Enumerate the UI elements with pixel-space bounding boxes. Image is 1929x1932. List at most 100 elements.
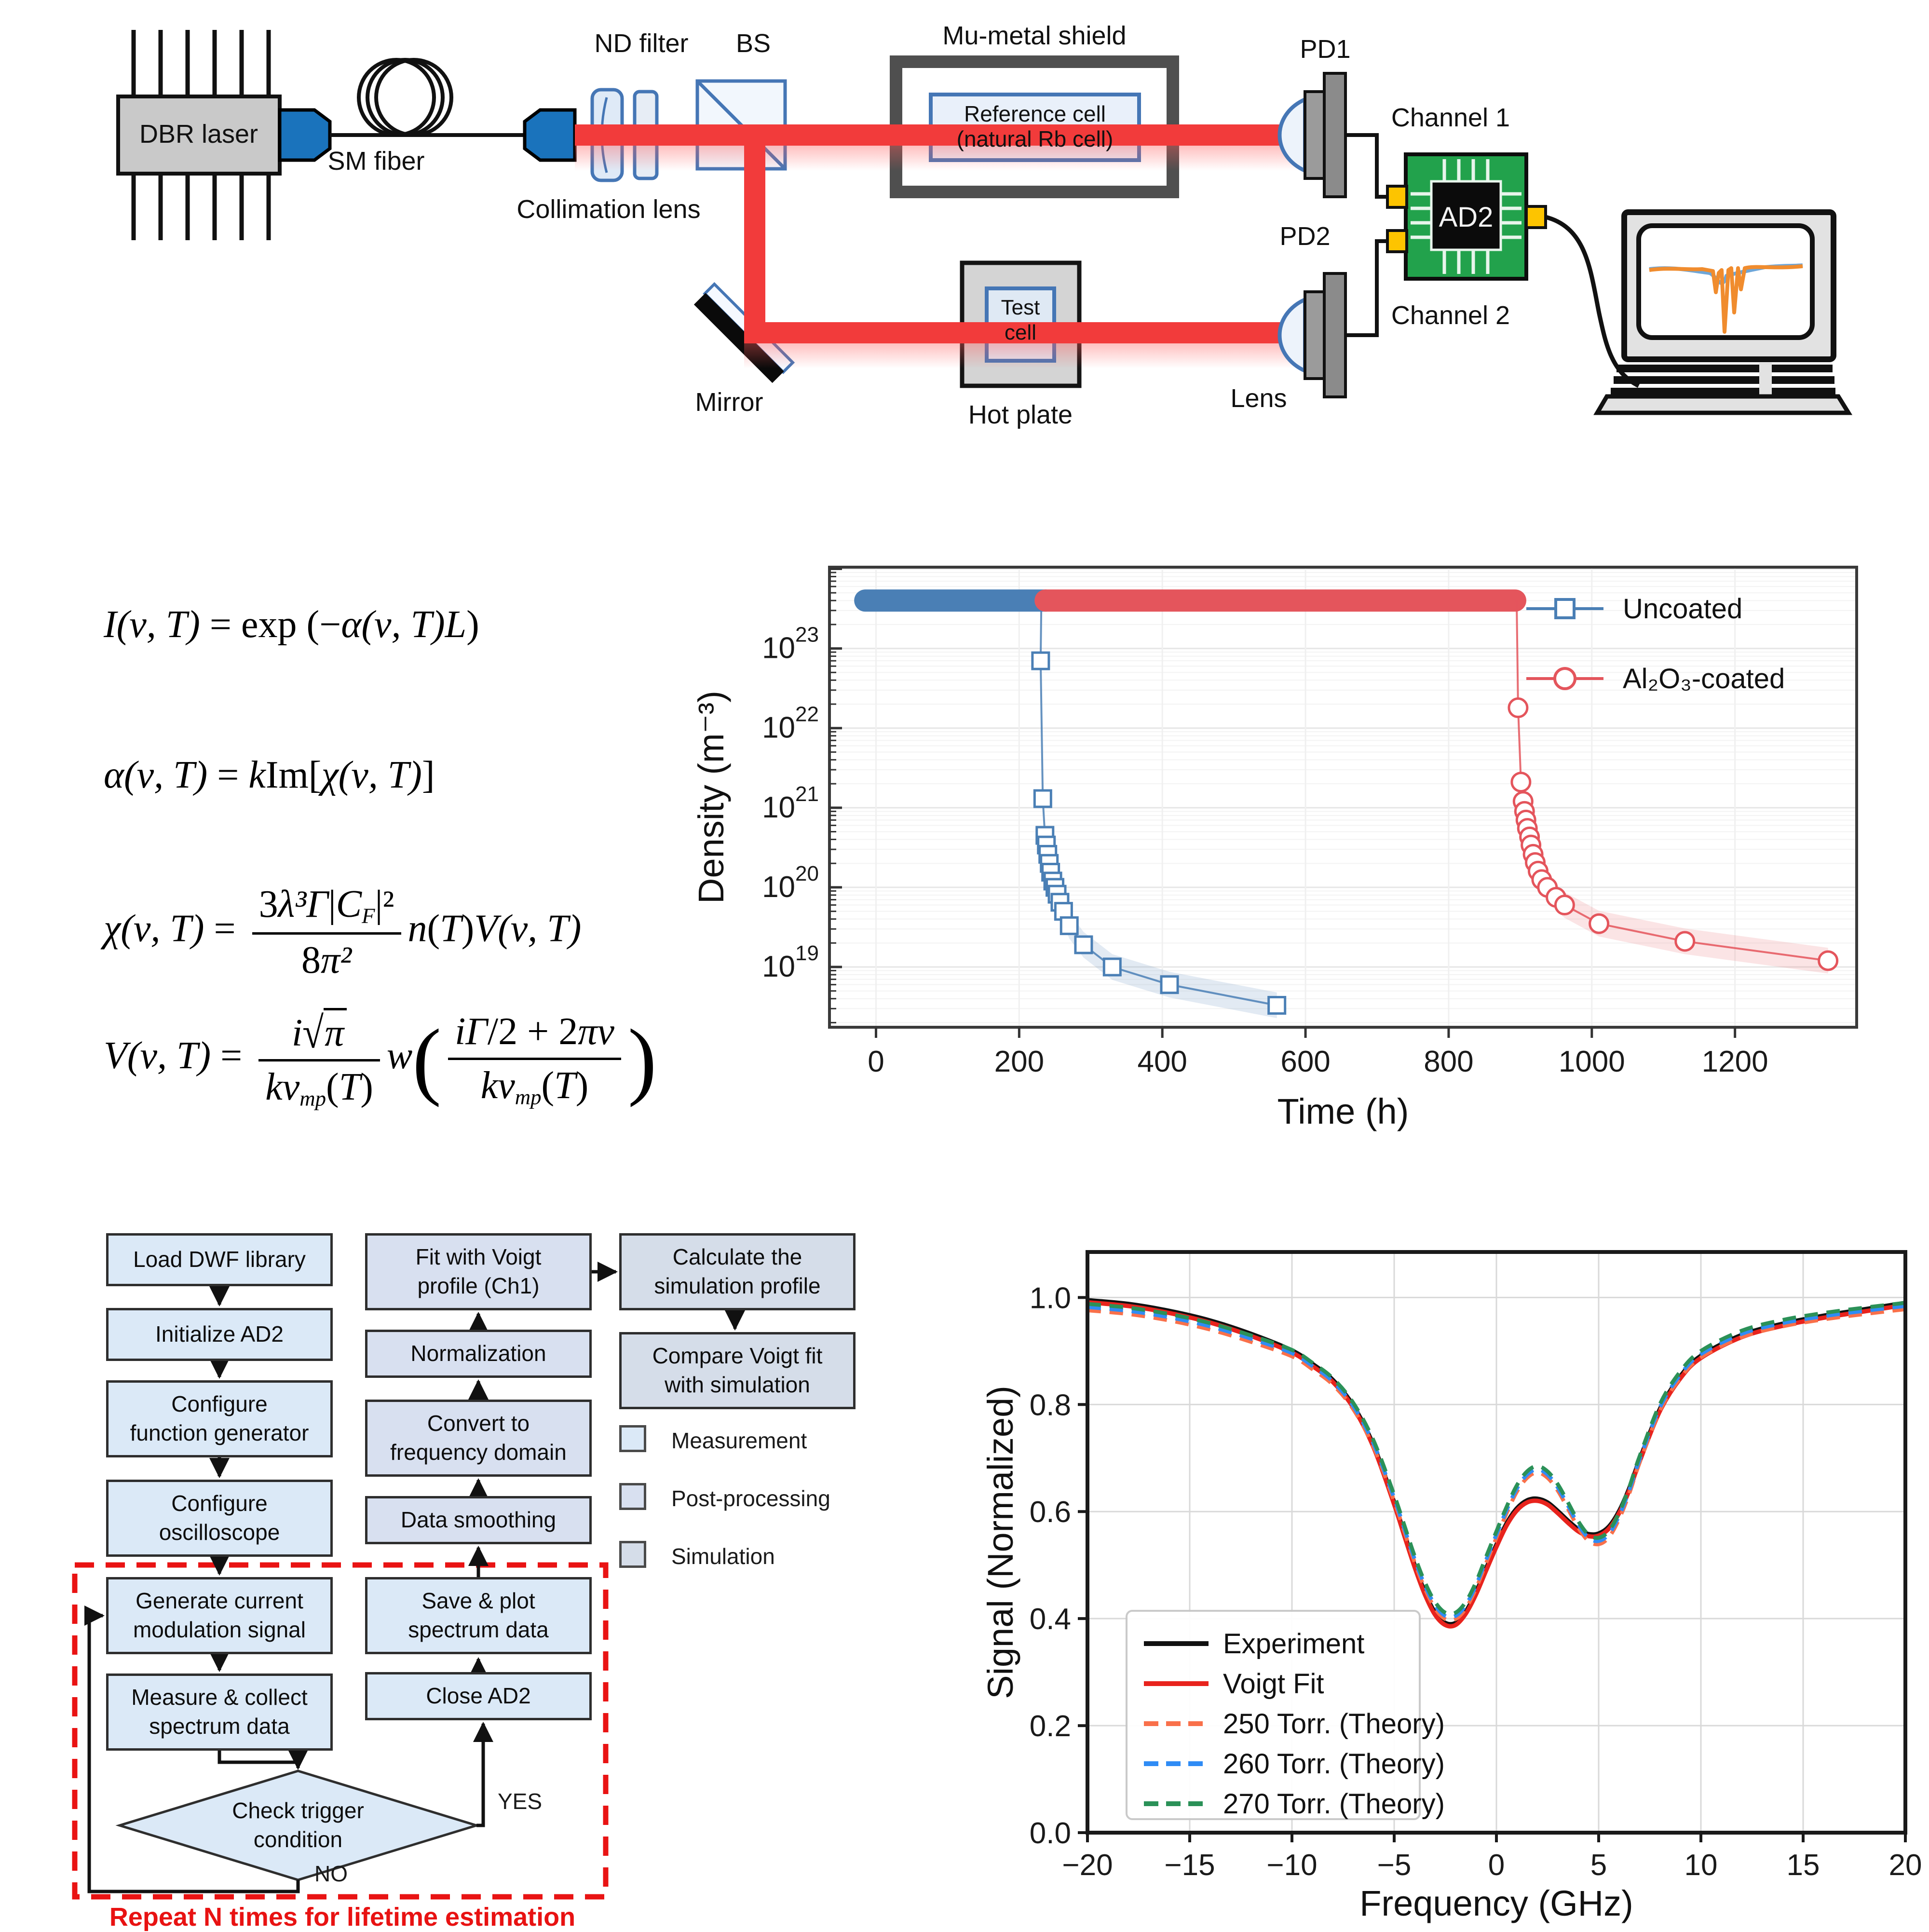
- svg-text:−15: −15: [1164, 1849, 1215, 1882]
- laser-beam: [575, 124, 1304, 368]
- svg-text:0.2: 0.2: [1030, 1710, 1071, 1743]
- signal-x-axis-label: Frequency (GHz): [1359, 1883, 1633, 1923]
- svg-text:0: 0: [1488, 1849, 1505, 1882]
- svg-text:1022: 1022: [762, 703, 819, 745]
- density-legend-item: Al₂O₃-coated: [1526, 663, 1785, 694]
- equation-absorbance: I(ν, T) = exp (−α(ν, T)L): [104, 603, 479, 646]
- svg-text:Voigt Fit: Voigt Fit: [1223, 1668, 1324, 1700]
- flow-box-measure: Measure & collect spectrum data: [106, 1673, 333, 1751]
- pd2-icon: [1277, 272, 1347, 398]
- svg-text:0.6: 0.6: [1030, 1496, 1071, 1529]
- fiber-coupler-icon: [523, 108, 577, 162]
- dbr-laser-label: DBR laser: [139, 120, 258, 149]
- ad2-chip-label: AD2: [1439, 202, 1494, 233]
- series-0: [854, 589, 1287, 1019]
- svg-text:Experiment: Experiment: [1223, 1628, 1364, 1660]
- flow-box-calc-simulation: Calculate the simulation profile: [619, 1233, 856, 1310]
- spectrum-icon: [1649, 263, 1803, 334]
- flow-no-label: NO: [314, 1861, 348, 1886]
- flow-box-config-scope: Configure oscilloscope: [106, 1480, 333, 1557]
- flow-box-config-funcgen: Configure function generator: [106, 1380, 333, 1457]
- mu-metal-shield-label: Mu-metal shield: [942, 21, 1126, 50]
- legend-label-simulation: Simulation: [671, 1544, 775, 1569]
- svg-text:Uncoated: Uncoated: [1623, 593, 1742, 625]
- pd1-label: PD1: [1300, 35, 1350, 64]
- flow-box-smoothing: Data smoothing: [365, 1496, 592, 1544]
- bs-label: BS: [736, 29, 771, 58]
- flow-box-load-dwf: Load DWF library: [106, 1233, 333, 1286]
- reference-cell-label: Reference cell: [964, 101, 1106, 126]
- repeat-loop-dashed-box: [72, 1562, 609, 1900]
- svg-text:270 Torr. (Theory): 270 Torr. (Theory): [1223, 1788, 1445, 1820]
- pd2-label: PD2: [1279, 222, 1330, 251]
- svg-text:20: 20: [1889, 1849, 1922, 1882]
- svg-text:5: 5: [1590, 1849, 1607, 1882]
- sm-fiber-icon: [330, 58, 525, 137]
- svg-text:800: 800: [1424, 1045, 1473, 1078]
- dbr-laser-icon: [116, 30, 282, 240]
- svg-text:1019: 1019: [762, 941, 819, 983]
- repeat-caption: Repeat N times for lifetime estimation: [109, 1903, 576, 1932]
- curve-4: [1087, 1301, 1906, 1616]
- fiber-coupler-icon: [278, 108, 332, 162]
- channel1-label: Channel 1: [1391, 103, 1510, 132]
- ad2-board-icon: AD2: [1386, 152, 1547, 281]
- legend-swatch-simulation: [619, 1541, 646, 1568]
- svg-text:0: 0: [868, 1045, 884, 1078]
- svg-text:250 Torr. (Theory): 250 Torr. (Theory): [1223, 1708, 1445, 1740]
- svg-text:260 Torr. (Theory): 260 Torr. (Theory): [1223, 1748, 1445, 1780]
- series-1: [1034, 589, 1839, 974]
- svg-text:−20: −20: [1062, 1849, 1113, 1882]
- density-y-axis-label: Density (m⁻³): [691, 691, 731, 904]
- test-cell-label2: cell: [1005, 321, 1036, 344]
- computer-icon: [1593, 209, 1853, 415]
- mirror-label: Mirror: [695, 388, 763, 417]
- legend-swatch-measurement: [619, 1425, 646, 1452]
- density-x-axis-label: Time (h): [1277, 1091, 1409, 1131]
- svg-text:−10: −10: [1266, 1849, 1317, 1882]
- keyboard-icon: [1593, 363, 1853, 415]
- hot-plate-label: Hot plate: [968, 400, 1073, 429]
- svg-text:200: 200: [994, 1045, 1044, 1078]
- optical-setup-diagram: AD2 DBR laser SM fiber Collimation lens …: [116, 21, 1853, 429]
- lens-label: Lens: [1230, 384, 1287, 413]
- collimation-lens-label: Collimation lens: [516, 195, 700, 224]
- svg-text:400: 400: [1137, 1045, 1187, 1078]
- flow-box-freq-domain: Convert to frequency domain: [365, 1400, 592, 1477]
- svg-text:0.0: 0.0: [1030, 1817, 1071, 1850]
- flow-box-voigt-fit: Fit with Voigt profile (Ch1): [365, 1233, 592, 1310]
- ad2-port-icon: [1386, 229, 1408, 253]
- svg-text:Al₂O₃-coated: Al₂O₃-coated: [1623, 663, 1785, 694]
- density-vs-time-chart: 0 200 400 600 800 1000 1200 1019 1020 1021 1022 102…: [691, 566, 1858, 1131]
- svg-text:1020: 1020: [762, 862, 819, 904]
- svg-text:1000: 1000: [1559, 1045, 1625, 1078]
- flow-box-save-plot: Save & plot spectrum data: [365, 1577, 592, 1654]
- svg-text:1200: 1200: [1702, 1045, 1768, 1078]
- flow-box-generate-signal: Generate current modulation signal: [106, 1577, 333, 1654]
- flow-arrows: [84, 1262, 745, 1893]
- ad2-port-icon: [1525, 205, 1547, 229]
- nd-filter-label: ND filter: [594, 29, 688, 58]
- legend-label-postprocessing: Post-processing: [671, 1486, 830, 1511]
- pd1-icon: [1277, 72, 1347, 198]
- svg-text:1.0: 1.0: [1030, 1281, 1071, 1315]
- sm-fiber-label: SM fiber: [327, 147, 424, 176]
- svg-text:0.8: 0.8: [1030, 1388, 1071, 1422]
- legend-swatch-postprocessing: [619, 1483, 646, 1510]
- svg-text:600: 600: [1280, 1045, 1330, 1078]
- svg-text:15: 15: [1787, 1849, 1820, 1882]
- ad2-port-icon: [1386, 185, 1408, 209]
- svg-text:1023: 1023: [762, 623, 819, 665]
- svg-text:0.4: 0.4: [1030, 1603, 1071, 1636]
- svg-text:−5: −5: [1377, 1849, 1412, 1882]
- flow-box-initialize: Initialize AD2: [106, 1308, 333, 1361]
- legend-label-measurement: Measurement: [671, 1428, 807, 1453]
- flow-yes-label: YES: [498, 1789, 543, 1814]
- flowchart-connectors: [72, 1262, 745, 1900]
- signal-y-axis-label: Signal (Normalized): [980, 1386, 1020, 1699]
- svg-text:1021: 1021: [762, 782, 819, 824]
